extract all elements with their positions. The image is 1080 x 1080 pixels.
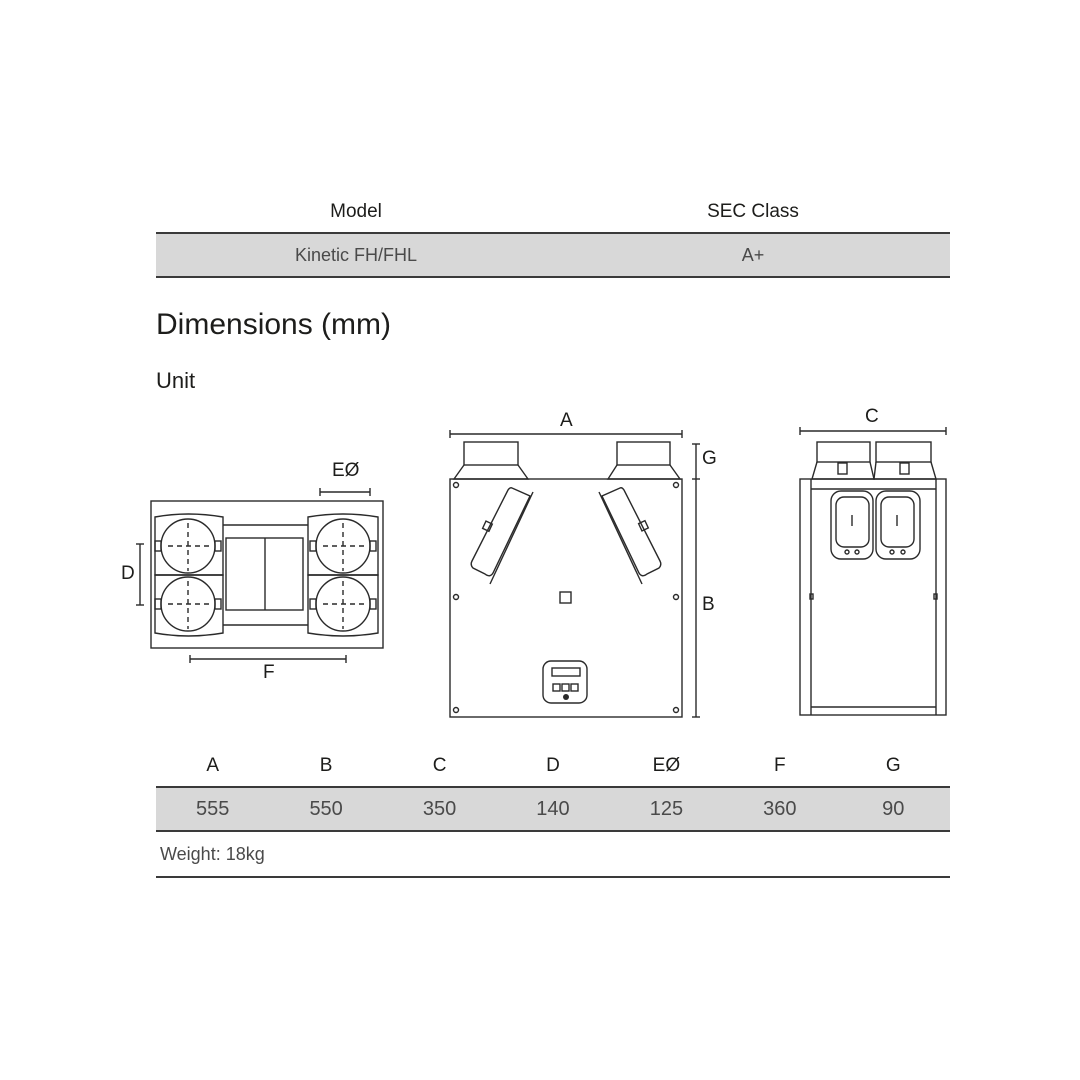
sec-class-value: A+ bbox=[741, 244, 765, 265]
label-c: C bbox=[865, 406, 879, 427]
side-view-diagram: C bbox=[790, 402, 960, 722]
top-view-drawing bbox=[136, 488, 384, 663]
label-f: F bbox=[263, 662, 275, 683]
header-b: B bbox=[319, 755, 333, 776]
weight-text: Weight: 18kg bbox=[160, 843, 265, 864]
value-d: 140 bbox=[536, 797, 570, 820]
model-table-row: Kinetic FH/FHL A+ bbox=[156, 232, 950, 278]
model-value: Kinetic FH/FHL bbox=[294, 244, 418, 265]
value-c: 350 bbox=[422, 797, 457, 820]
side-view-drawing bbox=[799, 427, 947, 716]
label-a: A bbox=[560, 410, 573, 431]
header-e-diameter: EØ bbox=[652, 755, 681, 776]
model-table-header: Model SEC Class bbox=[156, 192, 950, 232]
value-f: 360 bbox=[763, 797, 797, 820]
header-a: A bbox=[206, 755, 220, 776]
label-d: D bbox=[121, 563, 135, 584]
weight-row: Weight: 18kg bbox=[156, 832, 950, 878]
label-e-diameter: EØ bbox=[332, 460, 360, 481]
front-view-diagram: A G B bbox=[440, 408, 730, 726]
label-b: B bbox=[702, 594, 715, 615]
dimensions-table-row: 555 550 350 140 125 360 90 bbox=[156, 786, 950, 832]
header-model: Model bbox=[330, 201, 382, 222]
header-c: C bbox=[432, 755, 447, 776]
section-subtitle: Unit bbox=[156, 368, 196, 393]
section-title: Dimensions (mm) bbox=[156, 308, 392, 341]
dimensions-table-header: A B C D EØ F G bbox=[156, 746, 950, 786]
header-f: F bbox=[774, 755, 786, 776]
front-view-drawing bbox=[449, 430, 700, 718]
header-d: D bbox=[546, 755, 560, 776]
label-g: G bbox=[702, 448, 717, 469]
header-g: G bbox=[885, 755, 901, 776]
model-table: Model SEC Class Kinetic FH/FHL A+ bbox=[156, 192, 950, 278]
value-b: 550 bbox=[309, 797, 343, 820]
value-e-diameter: 125 bbox=[649, 797, 684, 820]
top-view-diagram: EØ D F bbox=[118, 455, 408, 695]
header-sec-class: SEC Class bbox=[707, 201, 799, 222]
dimensions-table: A B C D EØ F G 555 550 350 140 125 360 9… bbox=[156, 746, 950, 878]
value-g: 90 bbox=[882, 797, 905, 820]
value-a: 555 bbox=[196, 797, 230, 820]
